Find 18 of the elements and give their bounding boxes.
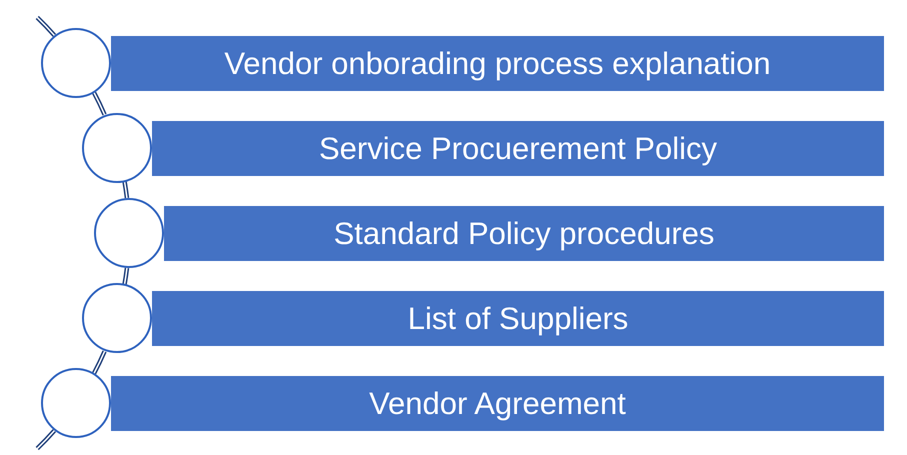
connector-line — [36, 429, 56, 450]
list-item-text: Standard Policy procedures — [334, 216, 714, 252]
connector-line — [92, 92, 107, 116]
list-item-text: Vendor Agreement — [369, 386, 626, 422]
connector-line — [122, 181, 130, 198]
list-item-text: Vendor onborading process explanation — [224, 46, 771, 82]
connector-line — [92, 350, 107, 374]
circle-marker — [40, 368, 111, 438]
list-bar — [152, 291, 884, 346]
list-bar — [152, 121, 884, 176]
list-bar — [111, 376, 884, 431]
list-bar — [164, 206, 884, 261]
connector-line — [36, 16, 56, 37]
list-bar — [111, 36, 884, 91]
circle-marker — [40, 28, 111, 98]
connector-line — [122, 268, 130, 285]
list-item-text: List of Suppliers — [408, 300, 628, 336]
list-item-text: Service Procuerement Policy — [319, 130, 717, 166]
